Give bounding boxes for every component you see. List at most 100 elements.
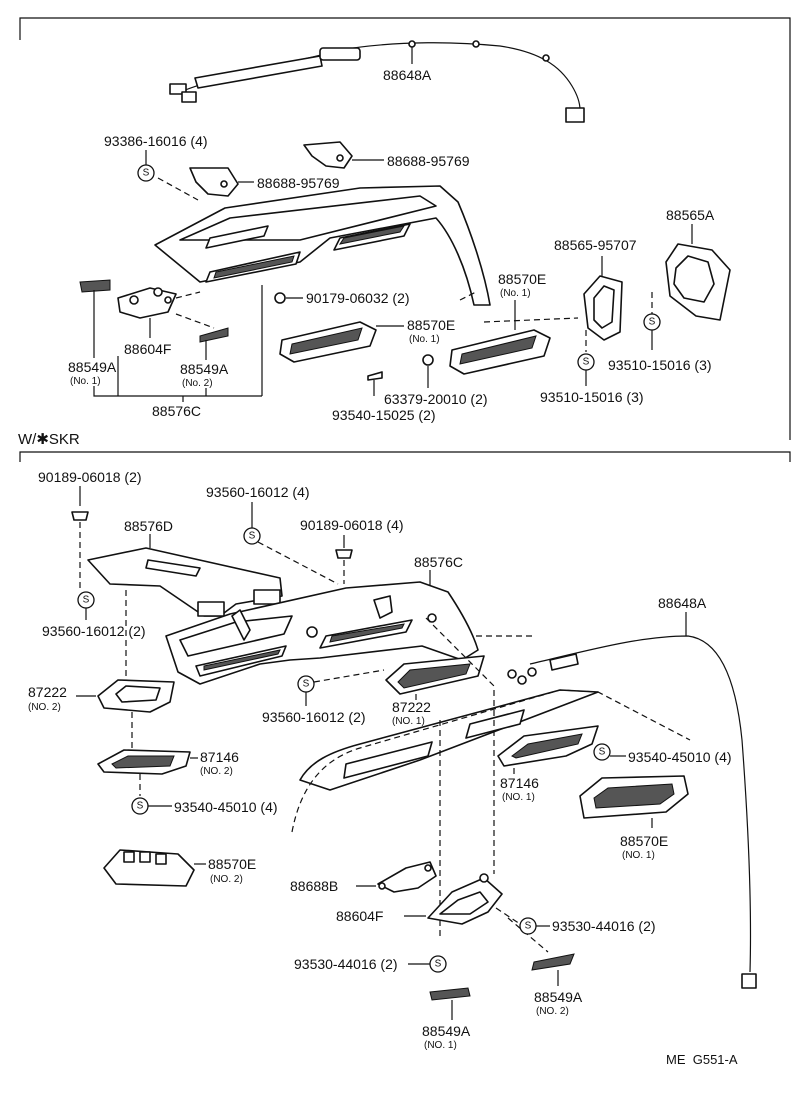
label-93386-16016: 93386-16016 (4): [104, 133, 208, 149]
lamp-frame-88565-95707: [583, 275, 623, 341]
label-88549A-no2-sub: (No. 2): [182, 378, 213, 389]
label-63379-20010: 63379-20010 (2): [384, 391, 488, 407]
console-housing-lower: [165, 581, 479, 685]
label-93560-16012-top: 93560-16012 (4): [206, 484, 310, 500]
label-88570E-no2-sub: (NO. 2): [210, 874, 243, 885]
label-90189-06018-4: 90189-06018 (4): [300, 517, 404, 533]
label-88549A-no2: 88549A: [180, 361, 229, 377]
label-88648A-lower: 88648A: [658, 595, 707, 611]
console-housing-upper: [154, 185, 491, 306]
label-88604F-upper: 88604F: [124, 341, 171, 357]
lens-88549A-no2: [531, 953, 575, 971]
bracket-88688-95769-right: [303, 141, 353, 169]
screw-93540-15025: [367, 371, 383, 381]
label-93540-45010-right: 93540-45010 (4): [628, 749, 732, 765]
diagram-code: ME G551-A: [666, 1052, 738, 1067]
lower-section-frame: [19, 451, 791, 462]
label-87146-no2-sub: (NO. 2): [200, 766, 233, 777]
label-87222-no1-sub: (NO. 1): [392, 716, 425, 727]
label-93540-15025: 93540-15025 (2): [332, 407, 436, 423]
label-90179-06032: 90179-06032 (2): [306, 290, 410, 306]
lamp-housing-88565A: [665, 243, 731, 321]
lower-section: W/✱SKR 90189-06018 (2) 88576D S 93560-16…: [18, 431, 791, 1067]
screw-symbol: S: [137, 164, 155, 182]
label-88576D: 88576D: [124, 518, 173, 534]
label-93510-15016-right: 93510-15016 (3): [608, 357, 712, 373]
label-88570E-mid: 88570E: [407, 317, 455, 333]
lamp-lens-88570E-left: [279, 321, 377, 363]
svg-text:S: S: [599, 747, 606, 758]
label-88549A-no1-sub: (No. 1): [70, 376, 101, 387]
upper-section: 88648A S 93386-16016 (4) 88688-95769 886…: [19, 17, 791, 440]
label-93510-15016-left: 93510-15016 (3): [540, 389, 644, 405]
label-88570E-mid-sub: (No. 1): [409, 334, 440, 345]
svg-text:S: S: [583, 357, 590, 368]
map-lamp-88604F-lower: [427, 873, 503, 925]
bracket-88688B: [377, 861, 437, 893]
wire-harness-88648A: [169, 40, 585, 123]
label-88648A-upper: 88648A: [383, 67, 432, 83]
gasket-87146-no1: [497, 725, 599, 767]
svg-text:S: S: [249, 531, 256, 542]
label-87222-no1: 87222: [392, 699, 431, 715]
map-lamp-88604F-upper: [79, 279, 229, 343]
lens-88549A-no1: [429, 987, 471, 1001]
label-88565-95707: 88565-95707: [554, 237, 637, 253]
headliner-panel: [299, 689, 599, 791]
label-88549A-no1: 88549A: [68, 359, 117, 375]
label-88570E-right: 88570E: [498, 271, 546, 287]
screw-symbol: S: [77, 591, 95, 609]
lamp-87222-no1: [385, 655, 485, 695]
clip-90189-06018-right: [335, 549, 353, 559]
label-90189-06018-2: 90189-06018 (2): [38, 469, 142, 485]
section-title-wskr: W/✱SKR: [18, 431, 80, 448]
lamp-frame-87222-no2: [97, 679, 175, 713]
svg-text:S: S: [649, 317, 656, 328]
label-87146-no1-sub: (NO. 1): [502, 792, 535, 803]
label-88549A-no1-lower: 88549A: [422, 1023, 471, 1039]
screw-symbol: S: [593, 743, 611, 761]
wire-harness-88648A-lower: [507, 635, 757, 989]
label-87222-no2: 87222: [28, 684, 67, 700]
screw-symbol: S: [297, 675, 315, 693]
screw-symbol: S: [131, 797, 149, 815]
label-88549A-no2-lower-sub: (NO. 2): [536, 1006, 569, 1017]
lamp-88570E-no2: [103, 849, 195, 887]
label-88576C-upper: 88576C: [152, 403, 201, 419]
label-87146-no2: 87146: [200, 749, 239, 765]
screw-symbol: S: [577, 353, 595, 371]
label-88565A: 88565A: [666, 207, 715, 223]
label-87222-no2-sub: (NO. 2): [28, 702, 61, 713]
label-88576C-lower: 88576C: [414, 554, 463, 570]
bracket-88576D: [87, 547, 283, 617]
label-88549A-no2-lower: 88549A: [534, 989, 583, 1005]
label-88570E-no1-sub: (NO. 1): [622, 850, 655, 861]
label-93560-16012-mid: 93560-16012 (2): [262, 709, 366, 725]
screw-symbol: S: [429, 955, 447, 973]
label-93540-45010-left: 93540-45010 (4): [174, 799, 278, 815]
screw-symbol: S: [243, 527, 261, 545]
svg-text:S: S: [83, 595, 90, 606]
svg-text:S: S: [525, 921, 532, 932]
label-88688-95769-a: 88688-95769: [257, 175, 340, 191]
lamp-lens-88570E-right: [449, 329, 551, 375]
svg-text:S: S: [303, 679, 310, 690]
label-93530-44016-left: 93530-44016 (2): [294, 956, 398, 972]
svg-text:S: S: [143, 168, 150, 179]
svg-text:S: S: [137, 801, 144, 812]
label-88549A-no1-lower-sub: (NO. 1): [424, 1040, 457, 1051]
label-88604F-lower: 88604F: [336, 908, 383, 924]
nut-63379-20010: [422, 354, 434, 366]
label-88570E-no2: 88570E: [208, 856, 256, 872]
label-88570E-right-sub: (No. 1): [500, 288, 531, 299]
label-87146-no1: 87146: [500, 775, 539, 791]
label-93530-44016-right: 93530-44016 (2): [552, 918, 656, 934]
clip-90189-06018-left: [71, 511, 89, 521]
headliner-outline: [291, 689, 691, 833]
label-88570E-no1: 88570E: [620, 833, 668, 849]
bracket-88688-95769-left: [189, 167, 239, 197]
svg-text:S: S: [435, 959, 442, 970]
label-88688-95769-b: 88688-95769: [387, 153, 470, 169]
lamp-88570E-no1: [579, 775, 689, 819]
